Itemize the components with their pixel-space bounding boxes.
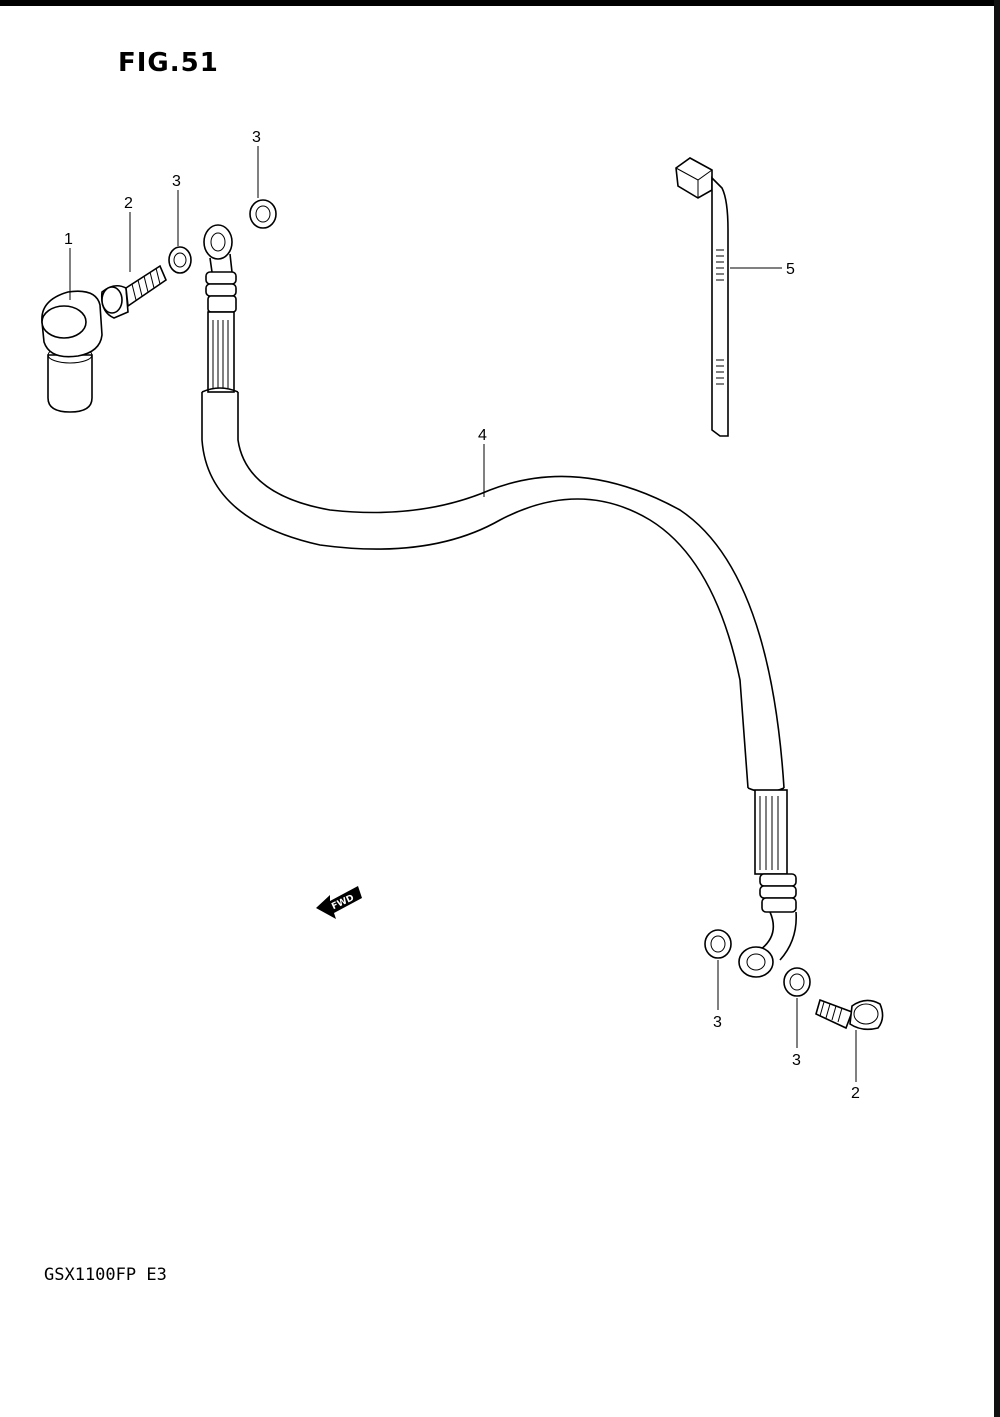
gasket-upper-right (249, 199, 277, 229)
callout-3-upper-left: 3 (172, 173, 181, 190)
callout-5: 5 (786, 261, 795, 278)
model-code: GSX1100FP E3 (44, 1265, 167, 1285)
gasket-lower-left (704, 929, 732, 959)
callout-leaders (69, 146, 857, 1082)
right-border (994, 0, 1000, 1417)
union-bolt-upper-part (100, 264, 167, 319)
forward-direction-marker: FWD (316, 886, 362, 919)
gasket-lower-right (783, 967, 811, 997)
callout-3-lower-left: 3 (713, 1014, 722, 1031)
callout-2-upper: 2 (124, 195, 133, 212)
gasket-upper-left (168, 246, 192, 274)
cable-tie-part (675, 157, 729, 437)
callout-2-lower: 2 (851, 1085, 860, 1102)
callout-1: 1 (64, 231, 73, 248)
cap-fitting-part (41, 290, 103, 413)
callout-4: 4 (478, 427, 487, 444)
union-bolt-lower-part (815, 998, 884, 1031)
callout-3-lower-right: 3 (792, 1052, 801, 1069)
figure-title: FIG.51 (118, 48, 219, 78)
brake-hose-part (201, 224, 797, 978)
callout-3-upper-right: 3 (252, 129, 261, 146)
top-border (0, 0, 1000, 6)
